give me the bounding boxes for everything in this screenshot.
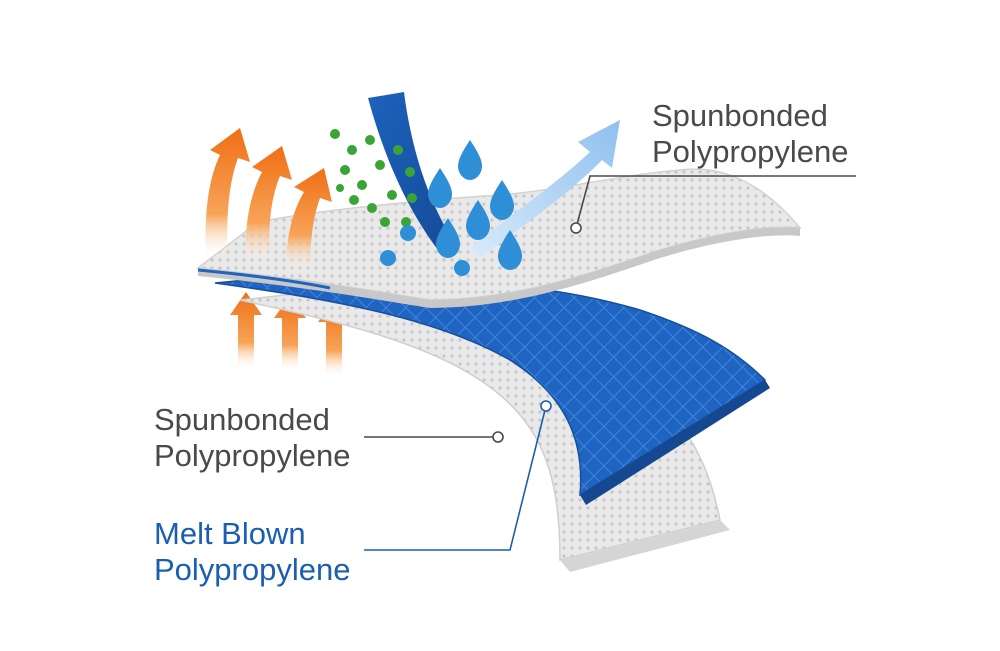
label-bottom-line1: Spunbonded — [154, 402, 330, 437]
bottom-layer-edge — [560, 520, 730, 572]
water-droplet-icon — [428, 168, 452, 208]
leader-line-top — [575, 175, 856, 229]
pointer-dot-middle — [540, 400, 552, 412]
heat-arrow-icon — [230, 292, 262, 370]
blue-edge-stripe — [197, 268, 331, 290]
label-middle-line2: Polypropylene — [154, 552, 351, 587]
heat-arrows-upper — [205, 128, 332, 272]
water-droplet-icon — [436, 218, 460, 258]
particle-dot-icon — [349, 195, 359, 205]
particle-dot-icon — [340, 165, 350, 175]
green-particles — [330, 129, 417, 227]
water-droplet-icon — [454, 260, 470, 276]
water-droplet-icon — [466, 200, 490, 240]
label-middle-line1: Melt Blown — [154, 516, 306, 551]
melt-blown-edge — [580, 380, 770, 505]
heat-arrow-icon — [274, 296, 306, 372]
water-droplet-icon — [498, 230, 522, 270]
leader-line-middle — [364, 405, 547, 551]
pointer-dot-top — [570, 222, 582, 234]
particle-dot-icon — [347, 145, 357, 155]
leader-lines — [364, 175, 856, 551]
label-top-line2: Polypropylene — [652, 134, 849, 169]
water-droplet-icon — [400, 225, 416, 241]
particle-dot-icon — [367, 203, 377, 213]
particle-dot-icon — [405, 167, 415, 177]
particle-dot-icon — [336, 184, 344, 192]
particle-dot-icon — [401, 217, 411, 227]
particle-dot-icon — [330, 129, 340, 139]
particle-dot-icon — [375, 160, 385, 170]
top-layer-edge — [198, 227, 800, 308]
particle-dot-icon — [357, 180, 367, 190]
airflow-arrow-icon — [470, 120, 620, 258]
water-droplets — [380, 140, 522, 276]
water-droplet-icon — [490, 180, 514, 220]
label-bottom-line2: Polypropylene — [154, 438, 351, 473]
particle-dot-icon — [393, 145, 403, 155]
water-droplet-icon — [380, 250, 396, 266]
heat-arrow-icon — [286, 168, 332, 272]
heat-arrow-icon — [245, 146, 292, 264]
particle-dot-icon — [407, 193, 417, 203]
label-melt-blown: Melt Blown Polypropylene — [154, 516, 350, 588]
label-top-line1: Spunbonded — [652, 98, 828, 133]
particle-dot-icon — [387, 190, 397, 200]
label-top-spunbonded: Spunbonded Polypropylene — [652, 98, 848, 170]
heat-arrow-icon — [205, 128, 250, 260]
label-bottom-spunbonded: Spunbonded Polypropylene — [154, 402, 350, 474]
pointer-dot-bottom — [492, 431, 504, 443]
water-droplet-icon — [458, 140, 482, 180]
particle-dot-icon — [380, 217, 390, 227]
particle-dot-icon — [365, 135, 375, 145]
